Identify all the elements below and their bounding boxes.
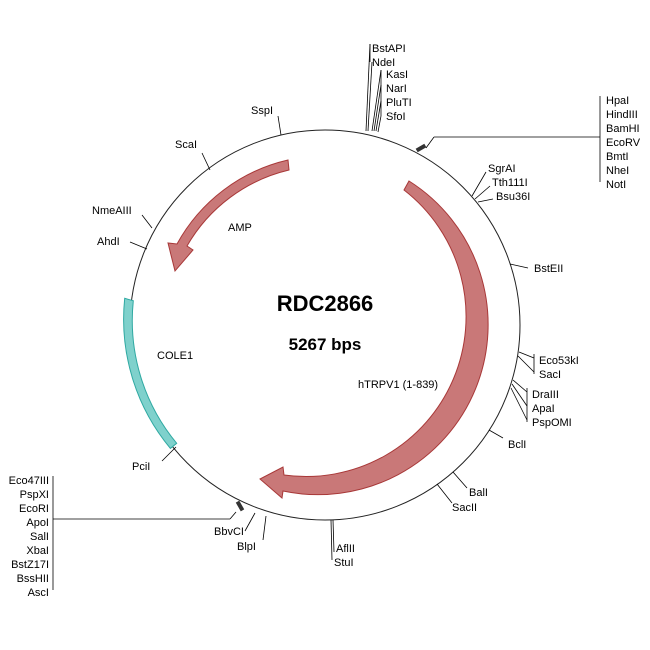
site-label: EcoRI <box>19 503 49 515</box>
plasmid-backbone <box>129 129 521 521</box>
site-label: AflII <box>336 543 355 555</box>
site-label: NheI <box>606 165 629 177</box>
site-label: SgrAI <box>488 163 516 175</box>
site-label: BstAPI <box>372 43 406 55</box>
site-label: BstZ17I <box>11 559 49 571</box>
site-label: Eco53kI <box>539 355 579 367</box>
plasmid-name: RDC2866 <box>277 291 374 316</box>
site-label: HindIII <box>606 109 638 121</box>
site-label: BalI <box>469 487 488 499</box>
site-label: BmtI <box>606 151 629 163</box>
site-label: ScaI <box>175 139 197 151</box>
feature-cole1-arc <box>123 297 178 450</box>
site-label: PciI <box>132 461 150 473</box>
site-label: BamHI <box>606 123 640 135</box>
site-group-kasi: KasI NarI PluTI SfoI <box>371 69 412 133</box>
site-label: NmeAIII <box>92 205 132 217</box>
site-label: NotI <box>606 179 626 191</box>
site-ahdi: AhdI <box>97 236 148 250</box>
feature-label-amp: AMP <box>228 222 252 234</box>
site-nmeaiii: NmeAIII <box>92 205 153 229</box>
site-label: StuI <box>334 557 354 569</box>
site-label: NarI <box>386 83 407 95</box>
feature-htrpv1-arrow <box>259 180 489 499</box>
site-label: SalI <box>30 531 49 543</box>
site-label: SfoI <box>386 111 406 123</box>
site-label: PspXI <box>20 489 49 501</box>
site-pcii: PciI <box>132 446 177 473</box>
site-group-eco47iii: Eco47III PspXI EcoRI ApoI SalI XbaI BstZ… <box>9 475 245 599</box>
site-label: BbvCI <box>214 526 244 538</box>
site-label: HpaI <box>606 95 629 107</box>
site-label: BclI <box>508 439 526 451</box>
site-label: Eco47III <box>9 475 49 487</box>
site-label: AhdI <box>97 236 120 248</box>
site-label: XbaI <box>26 545 49 557</box>
site-label: SspI <box>251 105 273 117</box>
site-group-sgrai: SgrAI Tth111I Bsu36I <box>471 163 530 203</box>
feature-label-htrpv1: hTRPV1 (1-839) <box>358 379 438 391</box>
site-label: SacI <box>539 369 561 381</box>
site-label: EcoRV <box>606 137 641 149</box>
site-group-bbvci: BbvCI BlpI <box>214 512 267 553</box>
site-label: Bsu36I <box>496 191 530 203</box>
site-bcli: BclI <box>488 429 526 451</box>
site-label: ApoI <box>26 517 49 529</box>
site-label: DraIII <box>532 389 559 401</box>
site-label: KasI <box>386 69 408 81</box>
site-label: BstEII <box>534 263 563 275</box>
site-scai: ScaI <box>175 139 211 171</box>
site-label: SacII <box>452 502 477 514</box>
feature-amp-arrow <box>167 159 290 273</box>
site-group-bstapi: BstAPI NdeI <box>365 43 406 132</box>
site-label: PluTI <box>386 97 412 109</box>
site-label: BlpI <box>237 541 256 553</box>
site-label: NdeI <box>372 57 395 69</box>
site-label: ApaI <box>532 403 555 415</box>
plasmid-size: 5267 bps <box>289 335 362 354</box>
site-group-draiii: DraIII ApaI PspOMI <box>510 379 572 429</box>
site-group-bali: BalI SacII <box>436 471 488 514</box>
site-bsteii: BstEII <box>509 263 563 275</box>
feature-label-cole1: COLE1 <box>157 350 193 362</box>
site-label: Tth111I <box>492 177 528 189</box>
site-label: AscI <box>28 587 49 599</box>
site-group-hpai: HpaI HindIII BamHI EcoRV BmtI NheI NotI <box>415 95 641 191</box>
site-label: BssHII <box>17 573 49 585</box>
site-group-aflii: AflII StuI <box>330 519 355 569</box>
site-group-eco53ki: Eco53kI SacI <box>517 351 579 381</box>
site-label: PspOMI <box>532 417 572 429</box>
site-sspi: SspI <box>251 105 282 136</box>
